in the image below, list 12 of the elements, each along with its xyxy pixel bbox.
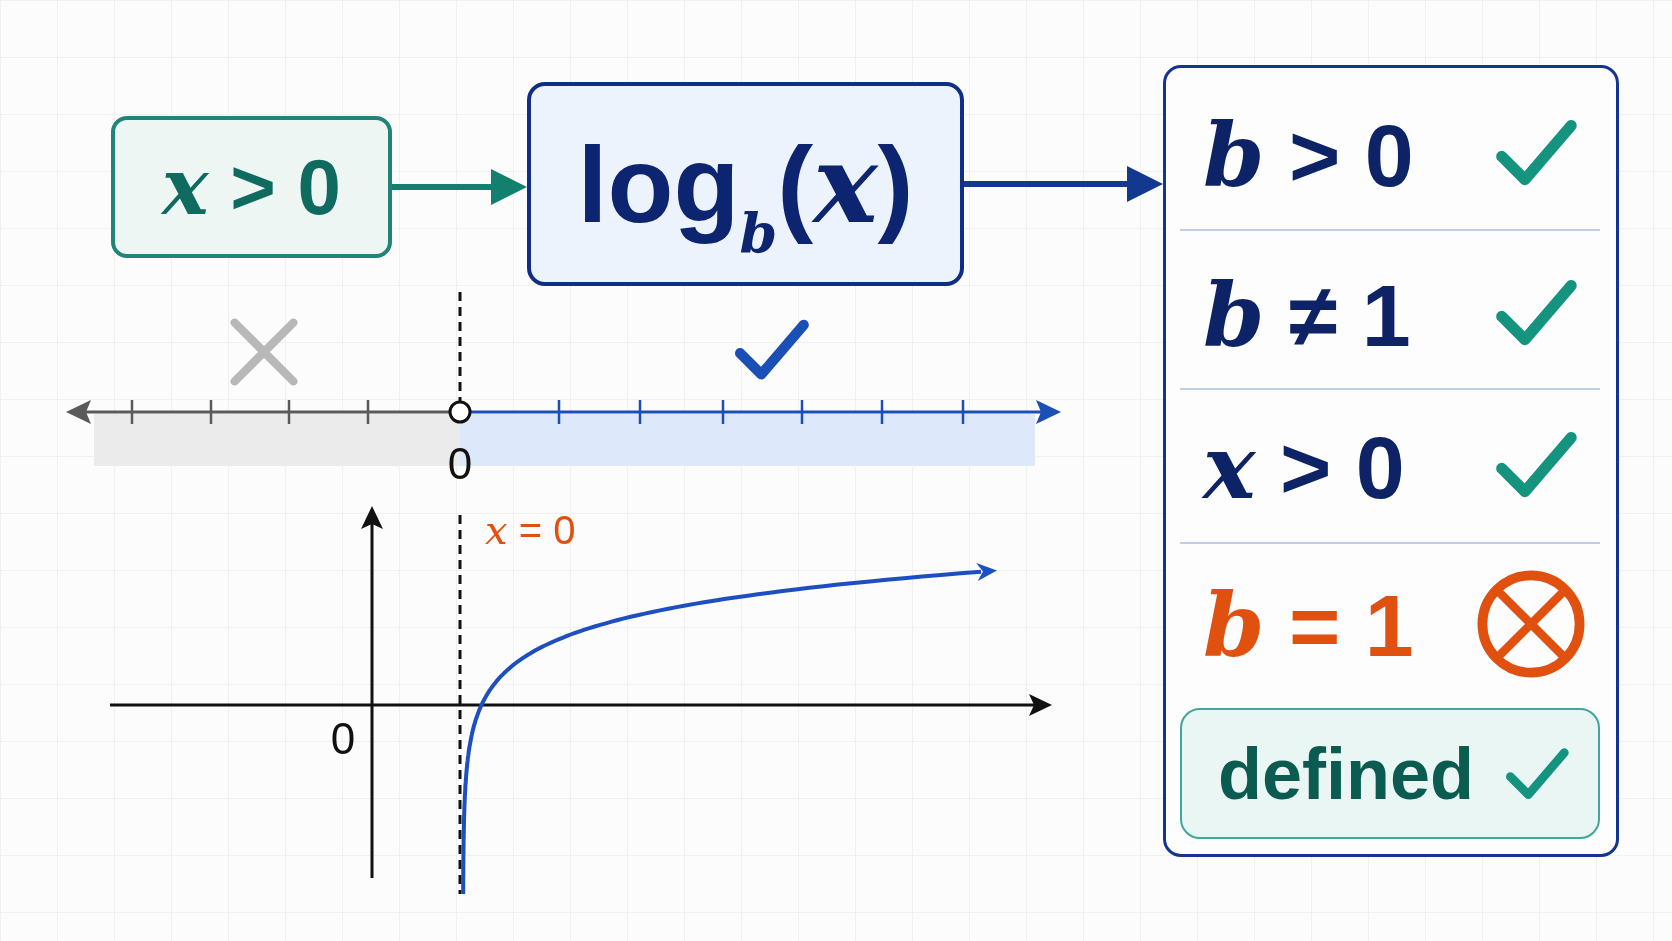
conditions-panel — [1163, 65, 1619, 857]
condition-text: b ≠ 1 — [1203, 271, 1411, 360]
condition-text: b > 0 — [1203, 111, 1414, 200]
result-label: defined — [1218, 737, 1474, 810]
arrow — [964, 166, 1163, 202]
function-box: log$_{b}$(x) — [527, 82, 964, 286]
arrow — [392, 169, 527, 205]
condition-text: b = 1 — [1203, 581, 1414, 670]
result-box — [1180, 708, 1600, 839]
axis-label: 0 — [447, 442, 473, 486]
condition-box: x > 0 — [111, 116, 392, 258]
condition-text: x > 0 — [1203, 423, 1405, 512]
